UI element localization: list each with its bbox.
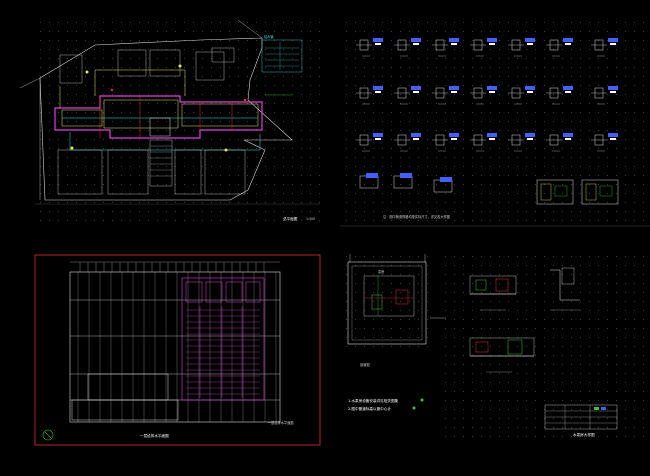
site-plan-grid [35, 18, 320, 228]
pump-room-sheet: 泵房 剖面图 1.水泵房设备安装详见相关图集 2.图中管道标高以管中心计 [340, 254, 446, 411]
detail-symbol [432, 86, 459, 105]
pump-room-outline [347, 261, 427, 345]
floor-plan-sheet: 一层给排水平面图 一层给排水平面图 [34, 254, 321, 446]
detail-symbol [356, 133, 383, 152]
detail-note: 注：图中管道规格均按实际尺寸，详见各大样图 [383, 214, 450, 219]
detail-symbol [356, 86, 383, 105]
detail-symbol [432, 38, 459, 57]
detail-symbol [546, 38, 573, 57]
legend-title: 给水管 [264, 34, 274, 39]
detail-symbol [393, 173, 413, 189]
north-arrow-icon [42, 429, 54, 441]
detail-symbol [508, 133, 535, 152]
detail-frame [536, 179, 574, 205]
detail-symbol [591, 133, 618, 152]
svg-text:泵房: 泵房 [378, 269, 384, 274]
detail-frame [581, 179, 619, 205]
pump-detail-a [469, 275, 517, 311]
pump-note-2: 2.图中管道标高以管中心计 [348, 406, 391, 411]
title-block [544, 404, 618, 430]
pump-section-label: 剖面图 [360, 362, 370, 367]
floor-plan-stamp: 一层给排水平面图 [268, 420, 294, 425]
detail-symbol [546, 86, 573, 105]
floor-plan-structure [70, 261, 280, 422]
detail-symbol [470, 86, 497, 105]
detail-symbol [591, 38, 618, 57]
pump-note-1: 1.水泵房设备安装详见相关图集 [348, 398, 399, 403]
detail-symbol [546, 133, 573, 152]
detail-symbol [508, 38, 535, 57]
pipe-network [59, 64, 292, 152]
detail-symbol [432, 133, 459, 152]
detail-symbol [394, 86, 421, 105]
main-building [54, 95, 263, 139]
detail-symbol [433, 177, 453, 193]
detail-symbols [356, 38, 619, 205]
detail-symbol [508, 86, 535, 105]
site-plan-sheet: 给水管 总平面图 1:500 [19, 18, 320, 228]
building-block [59, 54, 83, 84]
floor-plan-frame [34, 254, 321, 446]
magenta-zone [181, 277, 265, 401]
detail-symbol [470, 38, 497, 57]
detail-symbol [356, 38, 383, 57]
site-plan-title: 总平面图 [283, 216, 298, 221]
detail-symbol [359, 173, 379, 189]
pump-detail-c [469, 337, 535, 373]
site-plan-scale: 1:500 [306, 217, 315, 221]
pump-unit [371, 294, 383, 310]
detail-sheet: 注：图中管道规格均按实际尺寸，详见各大样图 [340, 18, 650, 228]
detail-symbol [470, 133, 497, 152]
detail-symbol [394, 38, 421, 57]
pump-details-sheet: 水泵房大样图 [440, 255, 650, 445]
pump-detail-title: 水泵房大样图 [573, 432, 595, 437]
site-boundary [39, 37, 293, 201]
floor-plan-title: 一层给排水平面图 [140, 433, 169, 438]
detail-symbol [394, 133, 421, 152]
detail-symbol [591, 86, 618, 105]
pipe-legend: 给水管 [261, 34, 303, 73]
pump-detail-b [550, 267, 580, 311]
